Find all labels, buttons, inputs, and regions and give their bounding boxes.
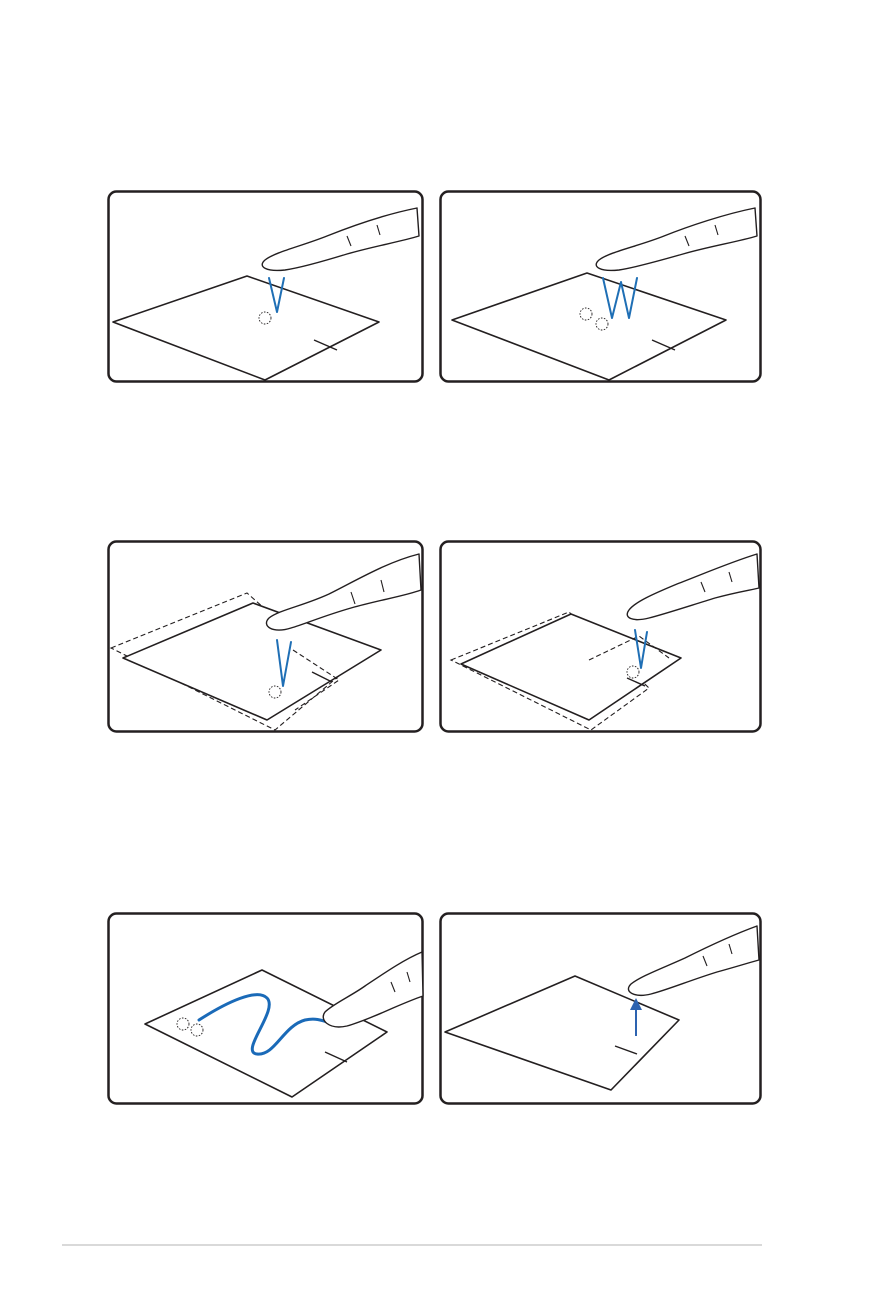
finger-knuckle-line bbox=[702, 943, 733, 967]
touch-point-icon bbox=[258, 311, 272, 325]
finger-icon bbox=[261, 207, 420, 272]
touch-point-icon bbox=[268, 685, 282, 699]
drag-outline bbox=[109, 592, 341, 731]
finger-knuckle-line bbox=[346, 224, 381, 247]
figure-drag bbox=[107, 540, 425, 735]
touch-point-icon bbox=[176, 1017, 190, 1031]
touch-point-icon-2 bbox=[190, 1023, 204, 1037]
release-arrowhead bbox=[630, 998, 642, 1010]
drag-target-outline bbox=[292, 649, 340, 711]
finger-knuckle-line bbox=[390, 971, 411, 993]
touchpad bbox=[144, 969, 388, 1098]
touchpad-button-line bbox=[626, 677, 646, 687]
tap-mark bbox=[276, 639, 292, 687]
touchpad bbox=[122, 602, 382, 721]
figure-tap bbox=[107, 190, 425, 385]
touchpad-button-line bbox=[311, 671, 333, 683]
touch-point-icon-2 bbox=[595, 317, 609, 331]
tap-mark bbox=[268, 277, 285, 313]
touchpad bbox=[112, 275, 380, 381]
finger-knuckle-line bbox=[700, 571, 733, 593]
touchpad-button-line bbox=[614, 1045, 638, 1055]
touchpad-button-line bbox=[651, 339, 676, 351]
finger-icon bbox=[626, 553, 760, 621]
touchpad-button-line bbox=[324, 1051, 348, 1063]
figure-drop bbox=[439, 540, 762, 735]
figure-release bbox=[439, 912, 762, 1107]
finger-icon bbox=[595, 207, 758, 272]
touch-point-icon bbox=[579, 307, 593, 321]
touchpad-button-line bbox=[313, 339, 338, 351]
finger-knuckle-line bbox=[684, 224, 719, 247]
drag-outline bbox=[449, 611, 650, 731]
figure-double-tap bbox=[439, 190, 762, 385]
finger-icon bbox=[322, 951, 424, 1028]
touch-point-icon bbox=[626, 665, 640, 679]
slide-path bbox=[197, 993, 329, 1056]
figure-slide bbox=[107, 912, 425, 1107]
footer-rule bbox=[62, 1244, 762, 1246]
finger-knuckle-line bbox=[350, 579, 385, 605]
double-tap-mark bbox=[602, 277, 638, 319]
touchpad bbox=[444, 975, 680, 1091]
drag-target-outline bbox=[588, 635, 670, 661]
tap-mark bbox=[634, 629, 648, 669]
finger-icon bbox=[265, 553, 422, 631]
finger-icon bbox=[627, 925, 760, 996]
touchpad bbox=[460, 613, 682, 721]
touchpad bbox=[451, 272, 727, 381]
